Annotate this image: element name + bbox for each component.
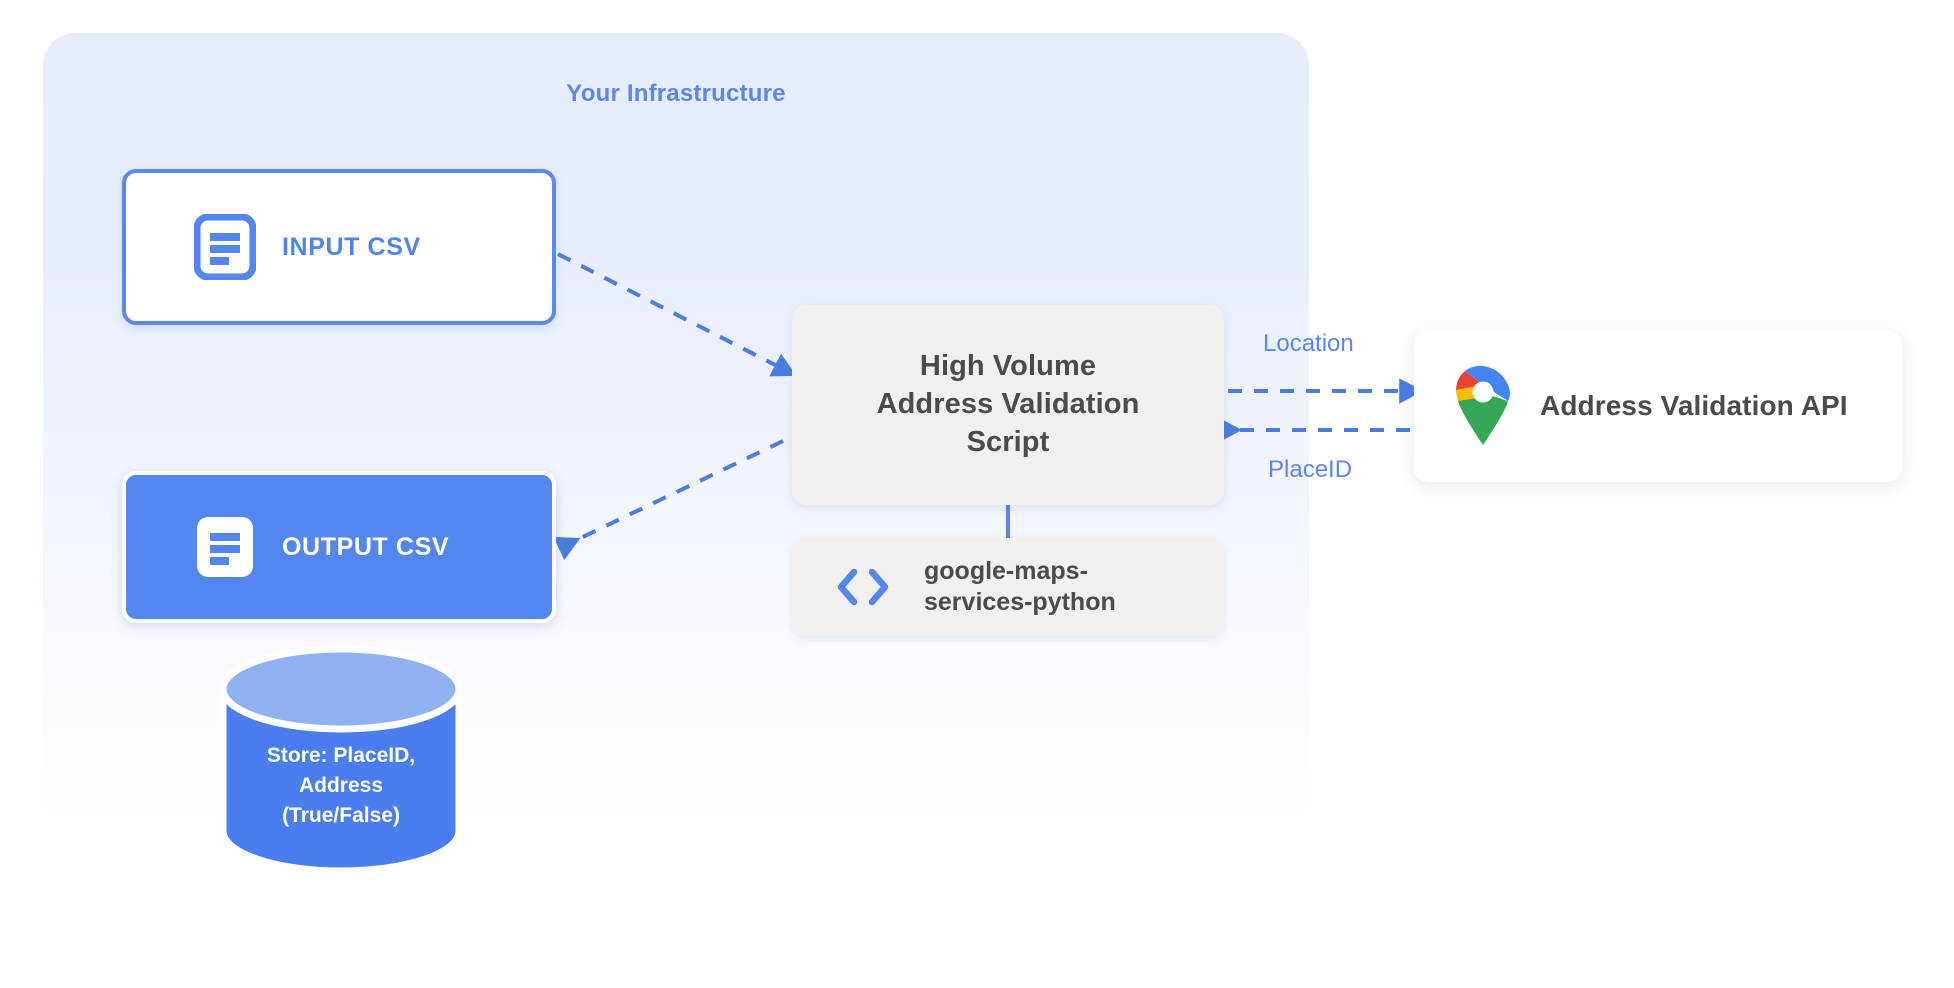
input-csv-label: INPUT CSV: [282, 232, 421, 261]
database-cylinder[interactable]: Store: PlaceID, Address (True/False): [215, 645, 467, 875]
client-library-label: google-maps- services-python: [924, 556, 1116, 619]
script-library-connector: [1006, 505, 1010, 538]
validation-script-node[interactable]: High Volume Address Validation Script: [792, 305, 1224, 505]
edge-label-placeid: PlaceID: [1268, 456, 1353, 483]
client-library-node[interactable]: google-maps- services-python: [792, 538, 1224, 636]
library-label-line1: google-maps-: [924, 556, 1088, 585]
document-icon: [194, 514, 256, 580]
script-label-line1: High Volume: [919, 350, 1097, 383]
output-csv-label: OUTPUT CSV: [282, 532, 450, 561]
google-maps-pin-icon: [1452, 365, 1514, 446]
output-csv-node[interactable]: OUTPUT CSV: [122, 471, 556, 623]
library-label-line2: services-python: [924, 588, 1116, 616]
address-validation-api-node[interactable]: Address Validation API: [1414, 330, 1902, 482]
address-validation-api-label: Address Validation API: [1540, 390, 1848, 421]
validation-script-label: High Volume Address Validation Script: [877, 348, 1140, 461]
code-brackets-icon: [834, 566, 892, 608]
panel-title: Your Infrastructure: [566, 80, 786, 107]
document-icon: [194, 214, 256, 280]
input-csv-node[interactable]: INPUT CSV: [122, 169, 556, 325]
script-label-line2: Address Validation: [876, 388, 1140, 421]
edge-label-location: Location: [1263, 330, 1354, 357]
script-label-line3: Script: [966, 425, 1050, 458]
